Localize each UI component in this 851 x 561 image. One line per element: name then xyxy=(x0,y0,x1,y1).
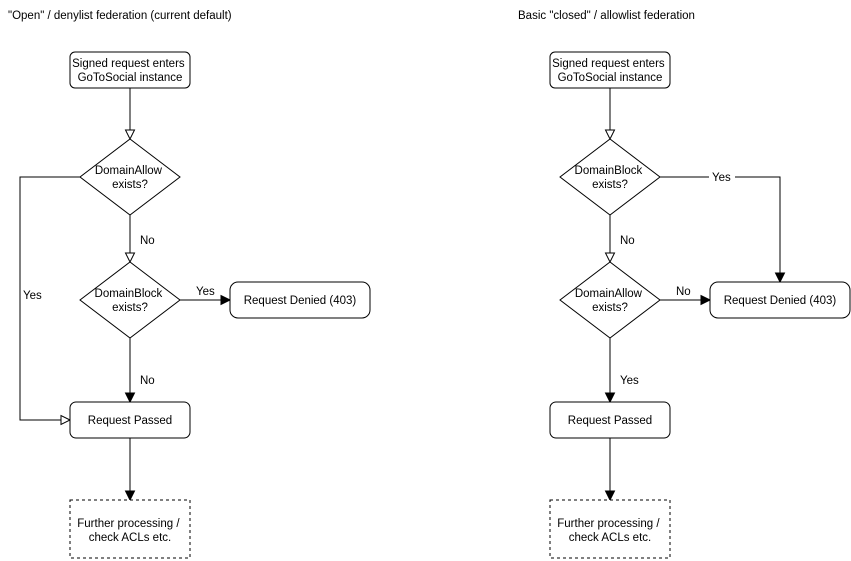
decision2-label-line1: DomainAllow xyxy=(575,288,643,300)
arrowhead-decision2-to-passed xyxy=(124,392,136,404)
edge-label-decision1-yes: Yes xyxy=(712,172,731,184)
denied-node-box xyxy=(229,281,371,319)
edge-label-decision1-no: No xyxy=(620,235,635,247)
decision1-label-line1: DomainBlock xyxy=(575,165,643,177)
edge-label-decision2-yes: Yes xyxy=(620,375,639,387)
edge-label-decision2-no: No xyxy=(140,375,155,387)
further-processing-node: Further processing / check ACLs etc. xyxy=(69,499,191,559)
further-processing-box xyxy=(69,499,191,559)
arrowhead-passed-to-further xyxy=(604,490,616,502)
denied-node: Request Denied (403) xyxy=(709,281,851,319)
further-processing-label: Further processing / check ACLs etc. xyxy=(557,518,662,544)
further-processing-label-line1: Further processing / xyxy=(77,518,180,530)
decision1-diamond xyxy=(79,138,181,216)
further-processing-label: Further processing / check ACLs etc. xyxy=(77,518,182,544)
arrowhead-decision2-to-denied xyxy=(220,294,232,306)
arrowhead-decision1-to-decision2 xyxy=(604,252,616,264)
edge-decision1-yes-to-passed xyxy=(19,176,80,421)
decision1-node: DomainAllow exists? xyxy=(79,138,181,216)
denied-node-box xyxy=(709,281,851,319)
further-processing-label-line2: check ACLs etc. xyxy=(569,532,651,544)
left-flowchart: "Open" / denylist federation (current de… xyxy=(8,10,371,559)
edge-decision1-yes-to-denied xyxy=(660,176,781,273)
start-node: Signed request enters GoToSocial instanc… xyxy=(69,51,191,89)
right-flowchart: Basic "closed" / allowlist federation Ye… xyxy=(518,10,851,559)
decision2-label-line2: exists? xyxy=(592,302,628,314)
edge-label-decision1-yes-background xyxy=(709,169,735,183)
start-node-box xyxy=(69,51,191,89)
arrowhead-decision2-to-denied xyxy=(700,294,712,306)
passed-node-label: Request Passed xyxy=(88,415,172,427)
passed-node-box xyxy=(549,401,671,439)
decision1-label: DomainAllow exists? xyxy=(95,165,165,191)
further-processing-node: Further processing / check ACLs etc. xyxy=(549,499,671,559)
decision1-node: DomainBlock exists? xyxy=(559,138,661,216)
arrowhead-decision1-yes-to-passed xyxy=(60,414,72,426)
start-node-box xyxy=(549,51,671,89)
left-diagram-title: "Open" / denylist federation (current de… xyxy=(8,10,232,22)
start-node-label-line2: GoToSocial instance xyxy=(558,72,663,84)
edge-label-decision1-yes: Yes xyxy=(23,290,42,302)
decision1-label-line1: DomainAllow xyxy=(95,165,163,177)
decision2-diamond xyxy=(79,261,181,339)
further-processing-box xyxy=(549,499,671,559)
start-node-label-line1: Signed request enters xyxy=(72,58,185,70)
arrowhead-start-to-decision1 xyxy=(124,129,136,141)
passed-node: Request Passed xyxy=(549,401,671,439)
denied-node: Request Denied (403) xyxy=(229,281,371,319)
right-diagram-title: Basic "closed" / allowlist federation xyxy=(518,10,695,22)
start-node-label-line2: GoToSocial instance xyxy=(78,72,183,84)
passed-node-box xyxy=(69,401,191,439)
arrowhead-passed-to-further xyxy=(124,490,136,502)
start-node-label-line1: Signed request enters xyxy=(552,58,665,70)
arrowhead-start-to-decision1 xyxy=(604,129,616,141)
decision2-node: DomainBlock exists? xyxy=(79,261,181,339)
decision1-label-line2: exists? xyxy=(592,179,628,191)
decision1-label-line2: exists? xyxy=(112,179,148,191)
arrowhead-decision1-yes-to-denied xyxy=(774,272,786,284)
decision1-label: DomainBlock exists? xyxy=(575,165,646,191)
denied-node-label: Request Denied (403) xyxy=(724,295,837,307)
start-node: Signed request enters GoToSocial instanc… xyxy=(549,51,671,89)
edge-label-decision1-no: No xyxy=(140,235,155,247)
decision2-label-line2: exists? xyxy=(112,302,148,314)
arrowhead-decision2-to-passed xyxy=(604,392,616,404)
edge-label-decision2-yes: Yes xyxy=(196,286,215,298)
decision2-node: DomainAllow exists? xyxy=(559,261,661,339)
arrowhead-decision1-to-decision2 xyxy=(124,252,136,264)
passed-node: Request Passed xyxy=(69,401,191,439)
start-node-label: Signed request enters GoToSocial instanc… xyxy=(72,58,188,84)
further-processing-label-line2: check ACLs etc. xyxy=(89,532,171,544)
decision2-label: DomainAllow exists? xyxy=(575,288,645,314)
decision2-label: DomainBlock exists? xyxy=(95,288,166,314)
decision2-diamond xyxy=(559,261,661,339)
decision2-label-line1: DomainBlock xyxy=(95,288,163,300)
denied-node-label: Request Denied (403) xyxy=(244,295,357,307)
passed-node-label: Request Passed xyxy=(568,415,652,427)
edge-label-decision2-no: No xyxy=(676,286,691,298)
further-processing-label-line1: Further processing / xyxy=(557,518,660,530)
decision1-diamond xyxy=(559,138,661,216)
start-node-label: Signed request enters GoToSocial instanc… xyxy=(552,58,668,84)
